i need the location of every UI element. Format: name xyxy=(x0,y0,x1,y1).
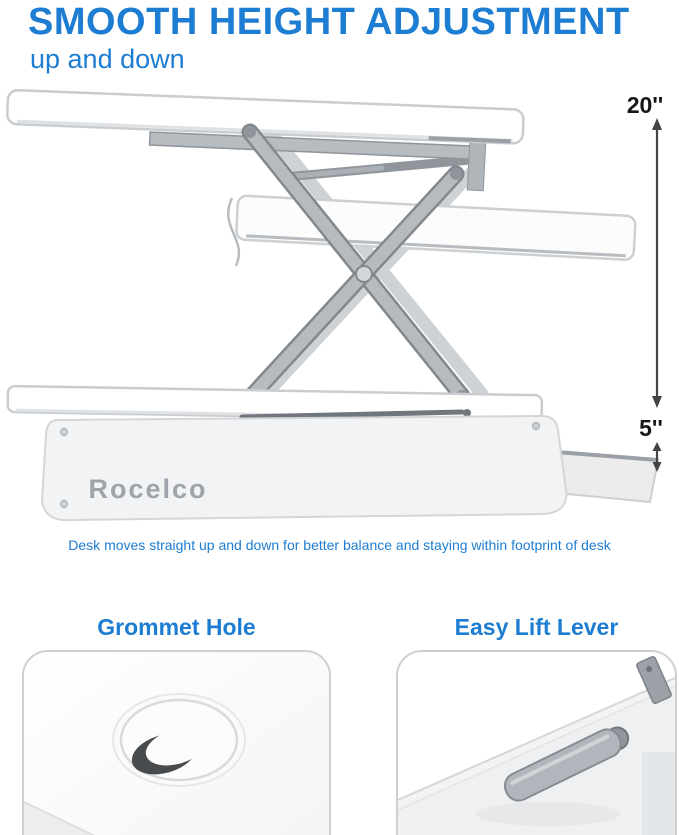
callout-grommet: Grommet Hole xyxy=(22,614,331,835)
dimension-20: 20'' xyxy=(627,92,664,408)
lever-highlight xyxy=(510,734,610,786)
arrow-down-icon xyxy=(652,396,662,408)
scissor-legs-front xyxy=(239,123,471,409)
screw-icon xyxy=(60,428,68,436)
pivot-top-right xyxy=(450,168,462,180)
gas-strut xyxy=(280,155,475,182)
desk-edge xyxy=(398,677,675,801)
grommet-hole-label: Grommet Hole xyxy=(97,614,256,640)
desk-riser-drawing: Rocelco 20'' 5'' xyxy=(6,89,664,522)
frame-post xyxy=(642,752,675,835)
grommet-drawing xyxy=(24,652,329,835)
page-subtitle: up and down xyxy=(30,44,185,74)
brand-label: Rocelco xyxy=(88,474,207,504)
lift-lever-handle xyxy=(503,726,630,802)
callout-lever: Easy Lift Lever xyxy=(396,614,677,835)
desk-edge xyxy=(24,801,96,835)
dimension-label-5: 5'' xyxy=(639,415,663,441)
lever-shadow xyxy=(476,802,620,826)
screw-icon xyxy=(60,500,68,508)
desk-illustration: Rocelco 20'' 5'' xyxy=(0,80,679,535)
desk-surface xyxy=(398,652,675,800)
tray-bracket xyxy=(466,137,487,192)
grommet-cover-lip xyxy=(145,728,207,766)
easy-lift-lever-label: Easy Lift Lever xyxy=(454,614,619,640)
grommet-hole-photo xyxy=(22,650,331,835)
arrow-up-icon xyxy=(652,118,662,130)
edge-clamp xyxy=(636,656,672,704)
cable xyxy=(226,197,241,267)
desk-edge-thickness xyxy=(398,678,675,810)
page-title: SMOOTH HEIGHT ADJUSTMENT xyxy=(28,1,630,43)
easy-lift-lever-photo xyxy=(396,650,677,835)
arrow-up-icon xyxy=(652,442,662,451)
dimension-label-20: 20'' xyxy=(627,92,664,118)
lever-drawing xyxy=(398,652,675,835)
center-pivot-bolt xyxy=(355,265,373,283)
base-frame: Rocelco xyxy=(40,414,568,522)
dimension-5: 5'' xyxy=(639,415,663,472)
screw-icon xyxy=(646,666,653,673)
desk-top-surface xyxy=(6,89,525,145)
caption-text: Desk moves straight up and down for bett… xyxy=(68,537,611,553)
lift-lever-bar xyxy=(239,409,471,420)
desk-edge-lower xyxy=(398,685,675,811)
screw-icon xyxy=(532,422,540,430)
pivot-top-left xyxy=(244,126,256,138)
arrow-down-icon xyxy=(652,462,662,472)
